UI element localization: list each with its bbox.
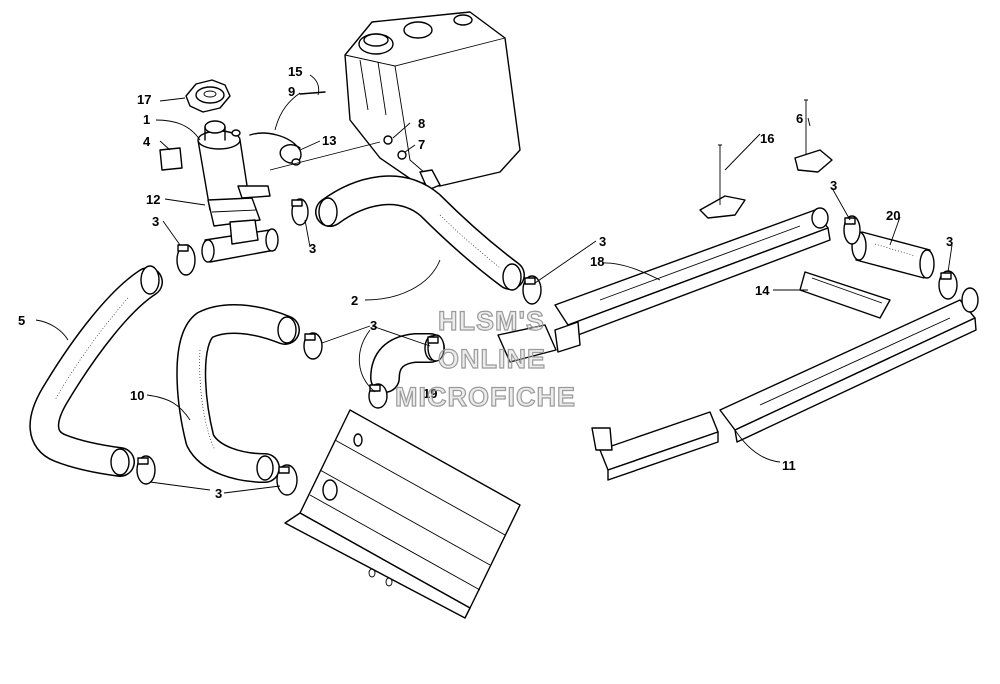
tee-fitting — [201, 219, 279, 263]
callout-7: 7 — [418, 137, 425, 152]
rail-18 — [554, 209, 831, 339]
callout-2: 2 — [351, 293, 358, 308]
hardware — [269, 91, 407, 171]
leader-lines — [35, 74, 953, 494]
clamp-i — [843, 215, 861, 245]
clamp-a — [176, 244, 196, 276]
clamp-b — [291, 198, 309, 226]
callout-13: 13 — [322, 133, 336, 148]
callout-14: 14 — [755, 283, 770, 298]
decal — [159, 147, 183, 171]
callout-3a: 3 — [152, 214, 159, 229]
clamp-d — [303, 332, 323, 360]
clamp-f — [368, 383, 388, 409]
rail-11 — [591, 411, 719, 481]
callout-8: 8 — [418, 116, 425, 131]
rail-14 — [799, 271, 891, 319]
radiator-cap — [185, 79, 231, 113]
clamp-g — [136, 455, 156, 485]
hose-2 — [315, 175, 525, 291]
callout-1: 1 — [143, 112, 150, 127]
front-heat-exchanger — [284, 409, 521, 619]
callout-3c: 3 — [599, 234, 606, 249]
overflow-hose — [249, 132, 302, 166]
watermark-line3: MICROFICHE — [395, 382, 576, 412]
connector-block — [497, 207, 979, 363]
callout-17: 17 — [137, 92, 151, 107]
coolant-tank — [344, 11, 521, 191]
callout-16: 16 — [760, 131, 774, 146]
clamp-e — [427, 334, 445, 362]
callout-3f: 3 — [830, 178, 837, 193]
clamp-j — [938, 270, 958, 300]
callout-20: 20 — [886, 208, 900, 223]
callout-11: 11 — [782, 458, 796, 473]
callout-5: 5 — [18, 313, 25, 328]
rail-main — [719, 299, 977, 443]
mounting-pads — [699, 99, 833, 219]
callout-10: 10 — [130, 388, 144, 403]
callout-3g: 3 — [946, 234, 953, 249]
callout-3d: 3 — [370, 318, 377, 333]
watermark: HLSM'S ONLINE MICROFICHE — [394, 305, 576, 412]
watermark-line1: HLSM'S — [438, 306, 545, 336]
filler-neck — [197, 120, 271, 227]
callout-18: 18 — [590, 254, 604, 269]
clamp-h — [276, 464, 298, 496]
hose-clamps — [136, 198, 958, 496]
clamp-c — [522, 275, 542, 305]
callout-15: 15 — [288, 64, 302, 79]
watermark-line2: ONLINE — [438, 344, 546, 374]
callout-6: 6 — [796, 111, 803, 126]
callout-labels: 17 1 4 12 3 3 15 9 13 8 7 5 2 3 18 3 19 … — [18, 64, 953, 501]
callout-3e: 3 — [215, 486, 222, 501]
callout-19: 19 — [423, 386, 437, 401]
hose-10 — [176, 303, 300, 483]
hose-5 — [29, 265, 163, 477]
hose-20 — [851, 231, 935, 279]
callout-3b: 3 — [309, 241, 316, 256]
callout-4: 4 — [143, 134, 151, 149]
callout-12: 12 — [146, 192, 160, 207]
callout-9: 9 — [288, 84, 295, 99]
